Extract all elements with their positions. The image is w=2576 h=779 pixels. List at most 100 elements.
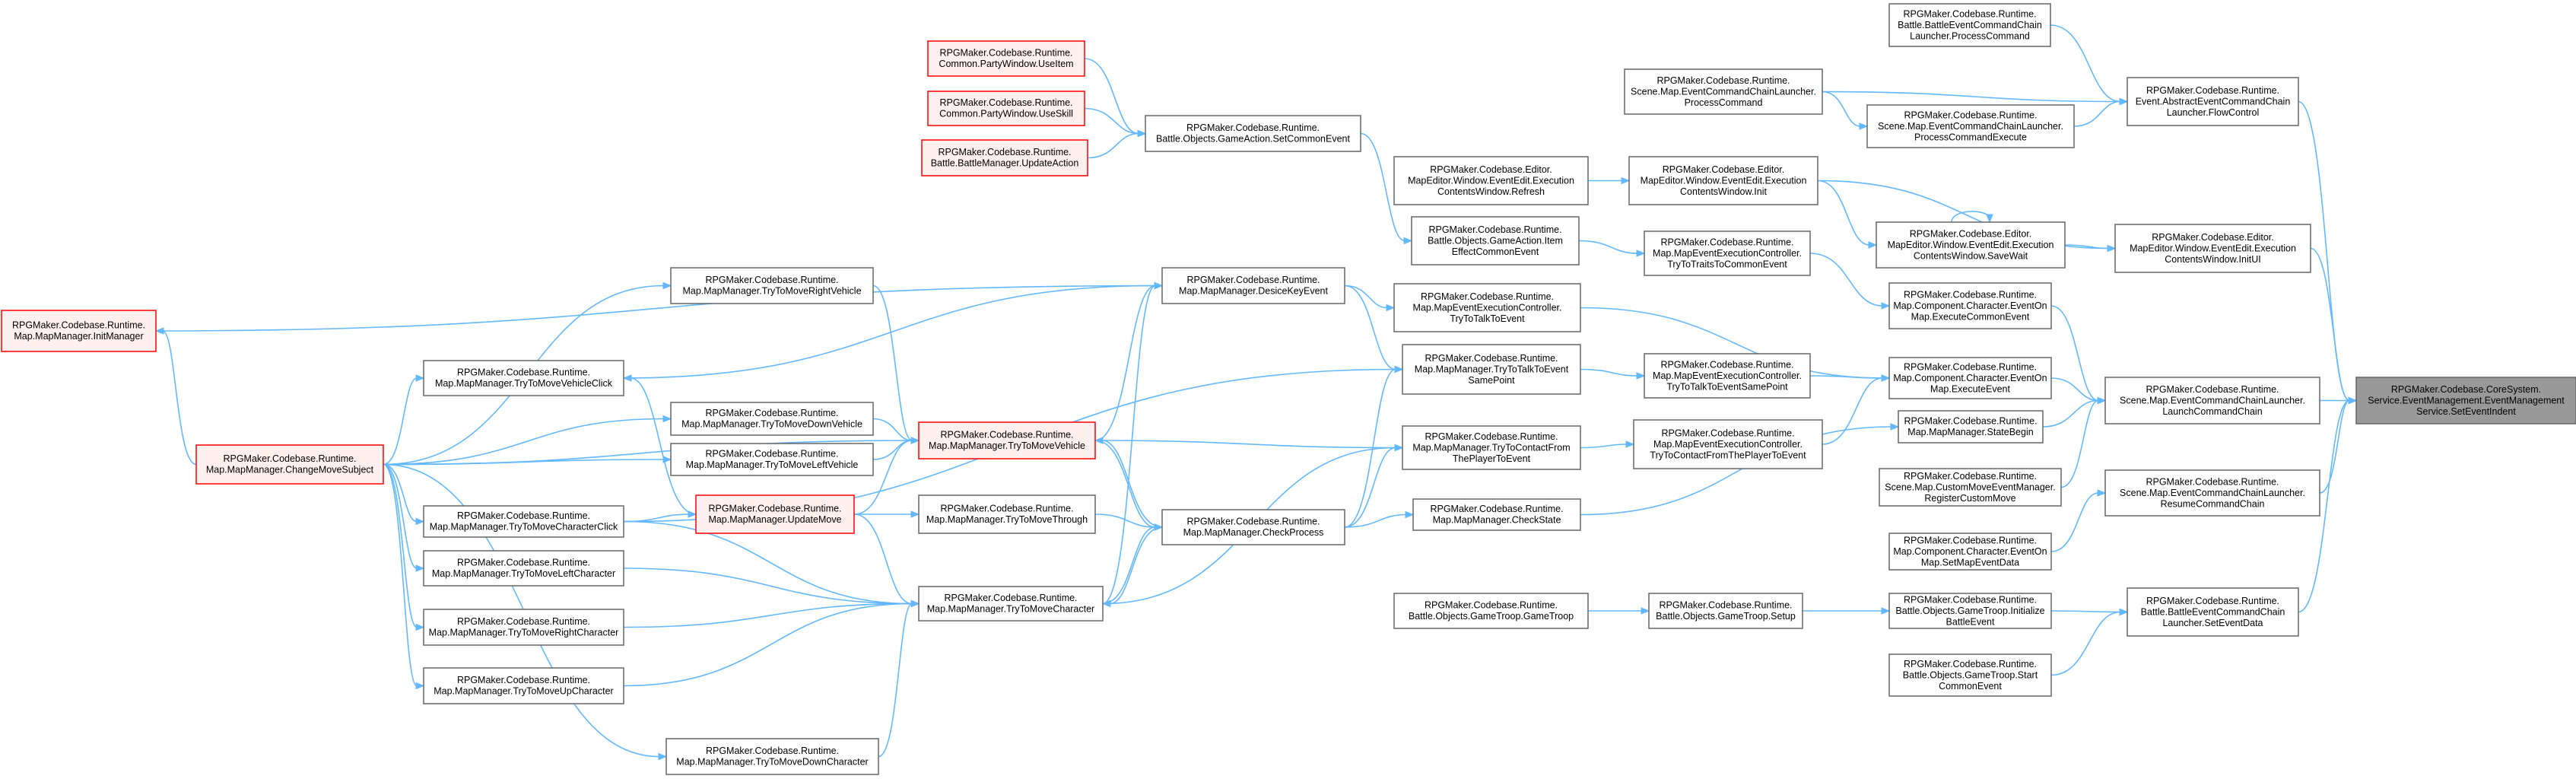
node-mec-try-to-talk-to-event[interactable]: RPGMaker.Codebase.Runtime.Map.MapEventEx… — [1393, 283, 1581, 332]
node-execute-common-event[interactable]: RPGMaker.Codebase.Runtime.Map.Component.… — [1888, 282, 2052, 329]
node-label-line: RPGMaker.Codebase.Runtime. — [705, 449, 838, 459]
node-try-to-move-down-vehicle[interactable]: RPGMaker.Codebase.Runtime.Map.MapManager… — [670, 402, 874, 436]
node-contents-init[interactable]: RPGMaker.Codebase.Editor.MapEditor.Windo… — [1628, 156, 1818, 205]
node-label-line: Map.MapManager.TryToMoveThrough — [926, 514, 1088, 525]
node-label-line: RPGMaker.Codebase.Editor. — [1910, 228, 2032, 239]
node-label-line: Scene.Map.CustomMoveEventManager. — [1885, 482, 2055, 492]
node-init-ui[interactable]: RPGMaker.Codebase.Editor.MapEditor.Windo… — [2114, 224, 2311, 273]
node-update-move[interactable]: RPGMaker.Codebase.Runtime.Map.MapManager… — [695, 494, 855, 534]
node-set-map-event-data[interactable]: RPGMaker.Codebase.Runtime.Map.Component.… — [1888, 533, 2052, 571]
node-label-line: Map.MapEventExecutionController. — [1653, 248, 1802, 259]
node-label-line: RPGMaker.Codebase.Runtime. — [944, 593, 1077, 603]
node-try-to-move-right-character[interactable]: RPGMaker.Codebase.Runtime.Map.MapManager… — [423, 609, 624, 646]
node-use-skill[interactable]: RPGMaker.Codebase.Runtime.Common.PartyWi… — [927, 91, 1085, 126]
node-try-to-move-left-vehicle[interactable]: RPGMaker.Codebase.Runtime.Map.MapManager… — [670, 443, 874, 476]
node-try-to-move-vehicle[interactable]: RPGMaker.Codebase.Runtime.Map.MapManager… — [918, 421, 1096, 459]
node-execute-event[interactable]: RPGMaker.Codebase.Runtime.Map.Component.… — [1888, 357, 2052, 399]
node-label-line: RPGMaker.Codebase.Runtime. — [1425, 600, 1558, 611]
node-check-state[interactable]: RPGMaker.Codebase.Runtime.Map.MapManager… — [1412, 498, 1581, 531]
node-box — [1402, 344, 1581, 395]
node-try-to-move-vehicle-click[interactable]: RPGMaker.Codebase.Runtime.Map.MapManager… — [423, 360, 624, 396]
node-item-effect-common-event[interactable]: RPGMaker.Codebase.Runtime.Battle.Objects… — [1411, 216, 1580, 265]
node-try-to-move-left-character[interactable]: RPGMaker.Codebase.Runtime.Map.MapManager… — [423, 550, 624, 587]
edge-try-to-move-down-vehicle-to-try-to-move-vehicle — [872, 418, 913, 441]
node-label-line: RPGMaker.Codebase.Editor. — [1430, 164, 1552, 175]
node-bec-process-command[interactable]: RPGMaker.Codebase.Runtime.Battle.BattleE… — [1888, 3, 2051, 47]
edge-try-to-move-vehicle-to-desice-key-event — [1094, 285, 1156, 441]
node-try-to-contact-from-the-player-to-event2[interactable]: RPGMaker.Codebase.Runtime.Map.MapEventEx… — [1633, 419, 1823, 469]
node-label-line: Map.MapManager.TryToMoveRightVehicle — [682, 286, 861, 297]
edge-execute-common-event-to-launch-command-chain — [2050, 305, 2099, 402]
node-process-command-execute[interactable]: RPGMaker.Codebase.Runtime.Scene.Map.Even… — [1866, 104, 2075, 148]
arrowhead — [1621, 176, 1631, 185]
node-process-command2[interactable]: RPGMaker.Codebase.Runtime.Scene.Map.Even… — [1624, 68, 1823, 115]
arrowhead — [1394, 444, 1404, 452]
node-change-move-subject[interactable]: RPGMaker.Codebase.Runtime.Map.MapManager… — [195, 444, 384, 485]
node-label-line: Battle.BattleEventCommandChain — [1898, 20, 2042, 30]
node-try-to-move-character-click[interactable]: RPGMaker.Codebase.Runtime.Map.MapManager… — [423, 505, 624, 538]
node-desice-key-event[interactable]: RPGMaker.Codebase.Runtime.Map.MapManager… — [1161, 267, 1345, 304]
node-resume-command-chain[interactable]: RPGMaker.Codebase.Runtime.Scene.Map.Even… — [2104, 469, 2320, 517]
node-box — [195, 444, 384, 485]
node-box — [918, 421, 1096, 459]
arrowhead — [1386, 304, 1396, 312]
node-launch-command-chain[interactable]: RPGMaker.Codebase.Runtime.Scene.Map.Even… — [2104, 377, 2320, 424]
edge-bec-process-command-to-flow-control — [2050, 24, 2121, 103]
node-try-to-contact-from-the-player-to-event[interactable]: RPGMaker.Codebase.Runtime.Map.MapManager… — [1402, 425, 1581, 470]
node-contents-refresh[interactable]: RPGMaker.Codebase.Editor.MapEditor.Windo… — [1393, 156, 1589, 205]
edge-mec-try-to-talk-to-event-same-point-to-execute-event — [1809, 375, 1883, 379]
node-try-to-move-up-character[interactable]: RPGMaker.Codebase.Runtime.Map.MapManager… — [423, 667, 624, 704]
call-nodes: RPGMaker.Codebase.Runtime.Map.MapManager… — [1, 3, 2576, 775]
arrowhead — [910, 437, 920, 444]
node-label-line: RPGMaker.Codebase.Runtime. — [1904, 289, 2037, 300]
node-register-custom-move[interactable]: RPGMaker.Codebase.Runtime.Scene.Map.Cust… — [1879, 468, 2062, 507]
edge-init-ui-to-set-event-indent — [2310, 247, 2350, 402]
node-label-line: Map.MapManager.TryToTalkToEvent — [1415, 364, 1569, 374]
node-flow-control[interactable]: RPGMaker.Codebase.Runtime.Event.Abstract… — [2127, 77, 2299, 126]
node-update-action[interactable]: RPGMaker.Codebase.Runtime.Battle.BattleM… — [921, 139, 1088, 176]
node-label-line: Map.MapManager.TryToMoveVehicle — [929, 440, 1085, 451]
node-label-line: BattleEvent — [1946, 616, 1995, 627]
node-use-item[interactable]: RPGMaker.Codebase.Runtime.Common.PartyWi… — [927, 40, 1085, 77]
node-box — [2104, 377, 2320, 424]
arrowhead — [1868, 241, 1878, 249]
node-try-to-move-through[interactable]: RPGMaker.Codebase.Runtime.Map.MapManager… — [918, 494, 1096, 534]
node-save-wait[interactable]: RPGMaker.Codebase.Editor.MapEditor.Windo… — [1876, 221, 2066, 269]
node-label-line: RPGMaker.Codebase.Runtime. — [1660, 359, 1793, 370]
node-label-line: Map.MapEventExecutionController. — [1653, 370, 1802, 381]
node-state-begin[interactable]: RPGMaker.Codebase.Runtime.Map.MapManager… — [1898, 410, 2044, 444]
node-mec-try-to-talk-to-event-same-point[interactable]: RPGMaker.Codebase.Runtime.Map.MapEventEx… — [1644, 353, 1811, 399]
node-label-line: Map.MapEventExecutionController. — [1413, 302, 1562, 313]
node-initialize-battle-event[interactable]: RPGMaker.Codebase.Runtime.Battle.Objects… — [1888, 593, 2052, 629]
node-box — [665, 738, 879, 775]
node-try-to-traits-to-common-event[interactable]: RPGMaker.Codebase.Runtime.Map.MapEventEx… — [1644, 231, 1811, 276]
edge-check-state-to-state-begin — [1580, 426, 1892, 516]
edge-change-move-subject-to-try-to-move-vehicle-click — [383, 377, 418, 466]
node-label-line: Common.PartyWindow.UseSkill — [939, 109, 1073, 119]
node-set-common-event[interactable]: RPGMaker.Codebase.Runtime.Battle.Objects… — [1145, 115, 1361, 152]
node-init-manager[interactable]: RPGMaker.Codebase.Runtime.Map.MapManager… — [1, 310, 157, 352]
edge-use-item-to-set-common-event — [1084, 58, 1139, 135]
node-try-to-talk-to-event-same-point[interactable]: RPGMaker.Codebase.Runtime.Map.MapManager… — [1402, 344, 1581, 395]
edge-process-command-execute-to-flow-control — [2073, 100, 2121, 127]
edge-set-common-event-to-item-effect-common-event — [1360, 132, 1406, 242]
node-label-line: Map.MapManager.TryToMoveCharacter — [927, 604, 1094, 615]
node-try-to-move-right-vehicle[interactable]: RPGMaker.Codebase.Runtime.Map.MapManager… — [670, 267, 874, 304]
edge-initialize-battle-event-to-bec-set-event-data — [2050, 610, 2121, 613]
node-label-line: RPGMaker.Codebase.Runtime. — [1186, 275, 1320, 285]
node-bec-set-event-data[interactable]: RPGMaker.Codebase.Runtime.Battle.BattleE… — [2127, 587, 2299, 637]
node-label-line: Map.MapManager.CheckProcess — [1183, 527, 1324, 538]
node-check-process[interactable]: RPGMaker.Codebase.Runtime.Map.MapManager… — [1161, 509, 1345, 545]
node-set-event-indent[interactable]: RPGMaker.Codebase.CoreSystem.Service.Eve… — [2355, 377, 2576, 424]
node-troop-setup[interactable]: RPGMaker.Codebase.Runtime.Battle.Objects… — [1648, 593, 1803, 629]
node-game-troop[interactable]: RPGMaker.Codebase.Runtime.Battle.Objects… — [1393, 593, 1589, 629]
edge-change-move-subject-to-try-to-move-character-click — [383, 463, 418, 523]
node-box — [1393, 283, 1581, 332]
edge-state-begin-to-launch-command-chain — [2042, 399, 2099, 428]
edge-mec-try-to-talk-to-event-to-execute-event — [1580, 307, 1883, 379]
node-try-to-move-character[interactable]: RPGMaker.Codebase.Runtime.Map.MapManager… — [918, 586, 1104, 622]
node-start-common-event[interactable]: RPGMaker.Codebase.Runtime.Battle.Objects… — [1888, 653, 2052, 697]
node-label-line: Battle.Objects.GameTroop.GameTroop — [1409, 611, 1574, 622]
node-label-line: RPGMaker.Codebase.Runtime. — [705, 275, 838, 285]
node-try-to-move-down-character[interactable]: RPGMaker.Codebase.Runtime.Map.MapManager… — [665, 738, 879, 775]
